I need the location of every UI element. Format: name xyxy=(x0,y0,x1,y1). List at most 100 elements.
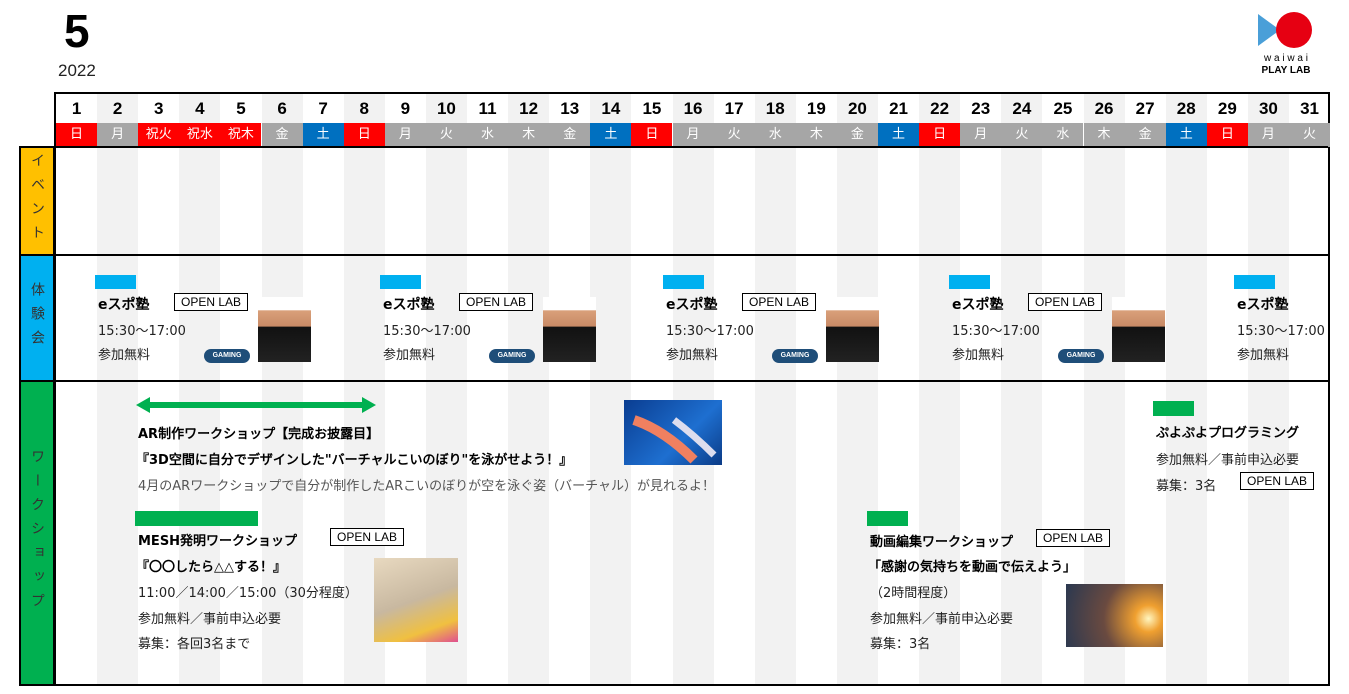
video-time: （2時間程度） xyxy=(870,586,957,601)
weekday-label: 月 xyxy=(97,123,139,147)
day-number: 11 xyxy=(478,99,497,118)
mesh-date-bar xyxy=(135,511,258,526)
day-number: 31 xyxy=(1300,99,1319,118)
day-number: 30 xyxy=(1258,99,1278,118)
video-fee: 参加無料／事前申込必要 xyxy=(870,612,1014,627)
mesh-image xyxy=(374,558,458,642)
esports-fee: 参加無料 xyxy=(666,348,719,363)
esports-time: 15:30～17:00 xyxy=(952,324,1040,339)
weekday-label: 祝水 xyxy=(179,123,221,147)
day-number: 17 xyxy=(724,99,744,118)
esports-date-bar xyxy=(380,275,421,289)
open-lab-badge: OPEN LAB xyxy=(1240,472,1315,490)
weekday-label: 土 xyxy=(590,123,632,147)
esports-date-bar xyxy=(95,275,136,289)
mesh-capacity: 募集：各回3名まで xyxy=(138,637,251,652)
weekday-label: 日 xyxy=(56,123,98,147)
section-label-taiken: 体験会 xyxy=(19,254,55,382)
weekday-label: 火 xyxy=(425,123,467,147)
mesh-time: 11:00／14:00／15:00（30分程度） xyxy=(138,586,358,601)
svg-text:w a i w a i: w a i w a i xyxy=(1263,53,1308,64)
weekday-label: 月 xyxy=(1247,123,1289,147)
section-label-workshop: ワークショップ xyxy=(19,380,55,686)
day-column xyxy=(590,94,632,684)
gaming-logo: GAMING xyxy=(204,349,250,363)
weekday-label: 祝火 xyxy=(138,123,180,147)
video-capacity: 募集：3名 xyxy=(870,637,931,652)
date-range-arrow xyxy=(136,397,376,413)
day-number: 8 xyxy=(359,99,369,118)
puyo-fee: 参加無料／事前申込必要 xyxy=(1156,453,1300,468)
day-number: 21 xyxy=(889,99,908,118)
day-column xyxy=(508,94,550,684)
esports-fee: 参加無料 xyxy=(383,348,436,363)
open-lab-badge: OPEN LAB xyxy=(330,528,405,546)
open-lab-badge: OPEN LAB xyxy=(459,293,534,311)
instructor-photo xyxy=(826,297,879,362)
puyo-capacity: 募集：3名 xyxy=(1156,479,1217,494)
day-column xyxy=(97,94,139,684)
esports-date-bar xyxy=(663,275,704,289)
weekday-label: 火 xyxy=(713,123,755,147)
esports-time: 15:30～17:00 xyxy=(383,324,471,339)
esports-date-bar xyxy=(949,275,990,289)
day-column xyxy=(919,94,961,684)
weekday-label: 土 xyxy=(878,123,920,147)
weekday-label: 日 xyxy=(343,123,385,147)
day-number: 9 xyxy=(400,99,411,118)
koinobori-image xyxy=(624,400,722,465)
mesh-subtitle: 『〇〇したら△△する！』 xyxy=(136,560,286,575)
section-divider xyxy=(56,146,1328,148)
esports-title: eスポ塾 xyxy=(98,297,150,313)
day-number: 1 xyxy=(71,99,82,118)
gaming-logo: GAMING xyxy=(772,349,818,363)
day-number: 20 xyxy=(847,99,867,118)
day-column xyxy=(672,94,714,684)
day-number: 16 xyxy=(683,99,703,118)
day-column xyxy=(179,94,221,684)
gaming-logo: GAMING xyxy=(1058,349,1104,363)
day-column xyxy=(1247,94,1289,684)
day-number: 23 xyxy=(971,99,991,118)
weekday-label: 金 xyxy=(1124,123,1166,147)
weekday-label: 土 xyxy=(302,123,344,147)
ar-workshop-description: 4月のARワークショップで自分が制作したARこいのぼりが空を泳ぐ姿（バーチャル）… xyxy=(138,479,715,494)
day-number: 15 xyxy=(642,99,662,118)
weekday-label: 火 xyxy=(1289,123,1331,147)
day-number: 18 xyxy=(765,99,785,118)
puyo-title: ぷよぷよプログラミング xyxy=(1156,426,1300,441)
weekday-label: 木 xyxy=(795,123,837,147)
day-number: 27 xyxy=(1135,99,1155,118)
day-column xyxy=(261,94,303,684)
open-lab-badge: OPEN LAB xyxy=(1028,293,1103,311)
day-number: 7 xyxy=(318,99,328,118)
day-number: 2 xyxy=(112,99,123,118)
year-label: 2022 xyxy=(58,61,96,80)
weekday-label: 金 xyxy=(549,123,591,147)
day-column xyxy=(1165,94,1207,684)
weekday-label: 水 xyxy=(467,123,509,147)
day-number: 25 xyxy=(1053,99,1073,118)
weekday-label: 金 xyxy=(261,123,303,147)
weekday-label: 金 xyxy=(836,123,878,147)
esports-title: eスポ塾 xyxy=(383,297,435,313)
puyo-date-bar xyxy=(1153,401,1194,416)
day-number: 4 xyxy=(195,99,205,118)
mesh-fee: 参加無料／事前申込必要 xyxy=(138,612,282,627)
weekday-label: 月 xyxy=(960,123,1002,147)
open-lab-badge: OPEN LAB xyxy=(1036,529,1111,547)
weekday-label: 水 xyxy=(754,123,796,147)
day-number: 12 xyxy=(519,99,539,118)
day-number: 6 xyxy=(277,99,287,118)
video-date-bar xyxy=(867,511,908,526)
instructor-photo xyxy=(543,297,596,362)
weekday-label: 月 xyxy=(672,123,714,147)
weekday-label: 日 xyxy=(631,123,673,147)
video-subtitle: 「感謝の気持ちを動画で伝えよう」 xyxy=(868,560,1077,575)
day-number: 5 xyxy=(236,99,246,118)
day-number: 22 xyxy=(930,99,950,118)
esports-date-bar xyxy=(1234,275,1275,289)
gaming-logo: GAMING xyxy=(489,349,535,363)
esports-fee: 参加無料 xyxy=(98,348,151,363)
